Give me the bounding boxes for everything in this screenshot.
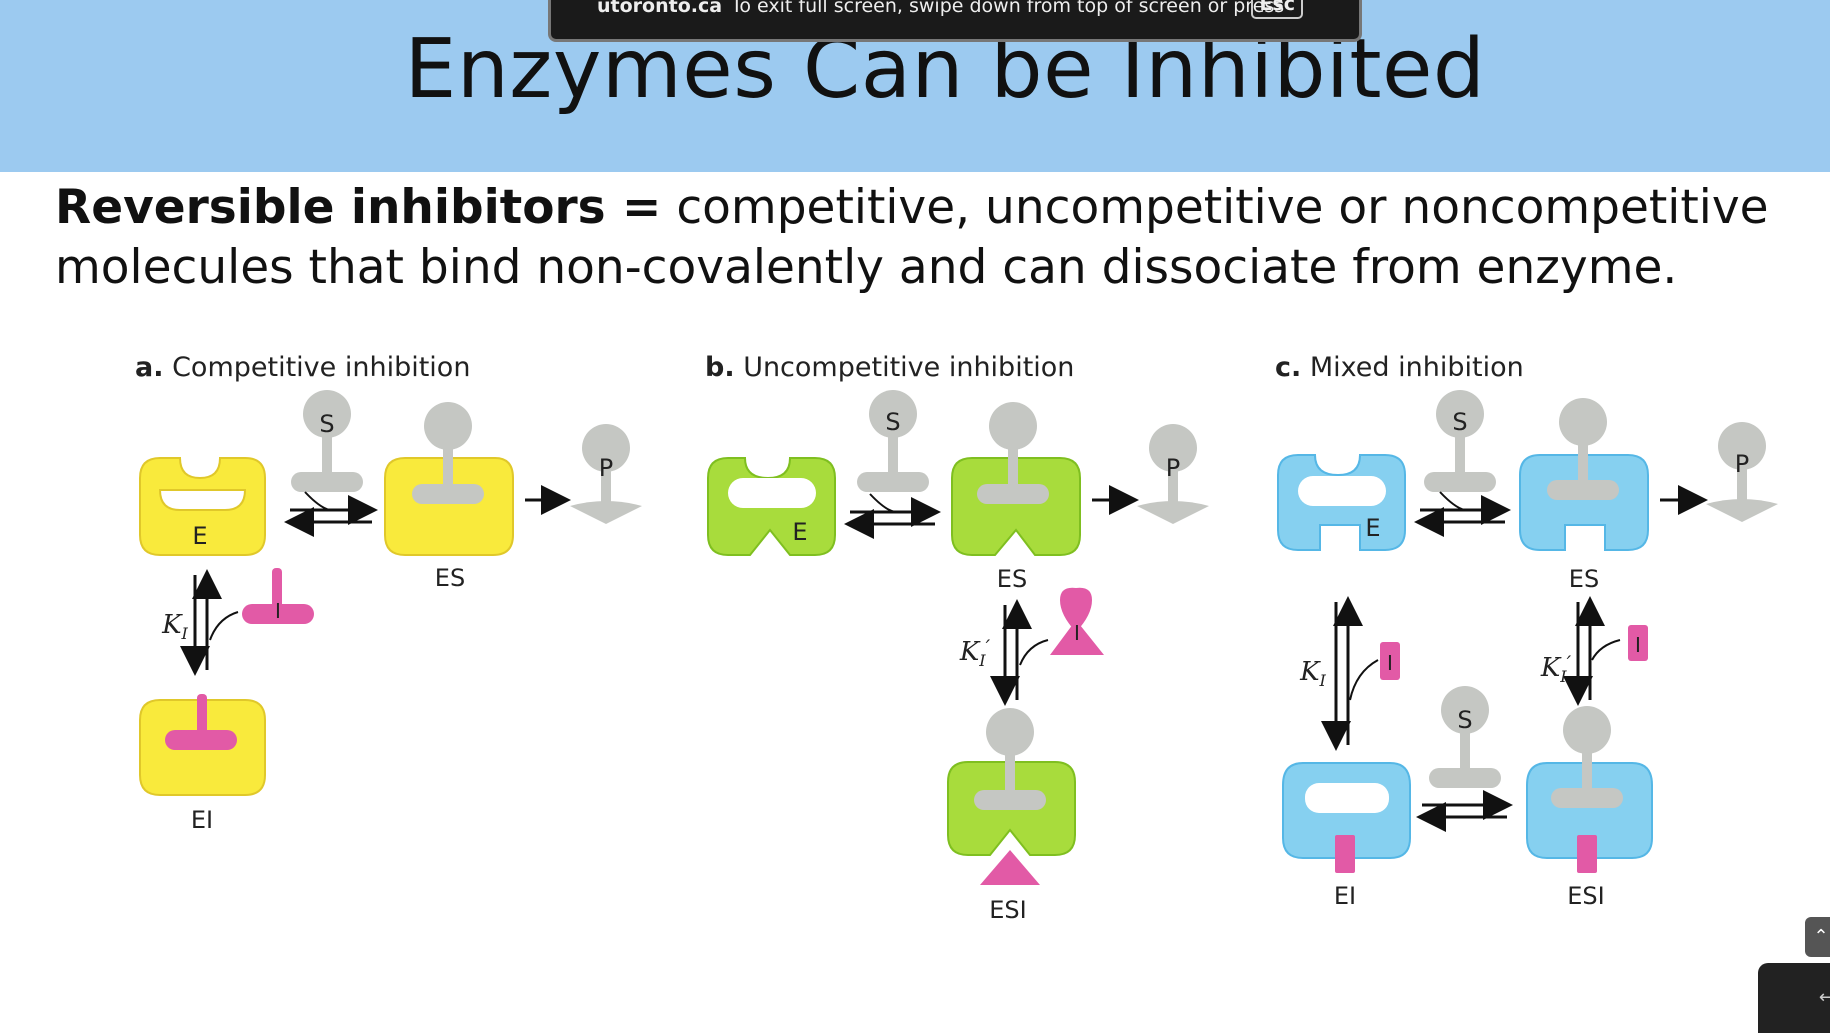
label-e-c: E xyxy=(1365,514,1380,542)
label-esi-b: ESI xyxy=(989,896,1026,924)
panel-c-label: c. Mixed inhibition xyxy=(1275,352,1524,383)
body-line2: molecules that bind non-covalently and c… xyxy=(55,240,1678,295)
label-s: S xyxy=(319,410,334,438)
inhibitor-rect-1 xyxy=(1380,642,1400,680)
svg-text:KI′: KI′ xyxy=(959,635,991,670)
panel-c-title: Mixed inhibition xyxy=(1309,352,1524,383)
svg-text:S: S xyxy=(1452,408,1467,436)
chevron-up-icon: ⌃ xyxy=(1813,926,1829,947)
label-es: ES xyxy=(435,564,465,592)
panel-c-letter: c. xyxy=(1275,352,1302,383)
svg-text:I: I xyxy=(1387,651,1393,675)
svg-text:P: P xyxy=(1166,454,1180,482)
enzyme-e-yellow xyxy=(139,457,266,556)
fullscreen-message: To exit full screen, swipe down from top… xyxy=(731,0,1285,17)
label-e-b: E xyxy=(792,518,807,546)
inhibitor-heart-b xyxy=(1050,587,1104,655)
body-line1: competitive, uncompetitive or noncompeti… xyxy=(661,180,1769,235)
label-e: E xyxy=(192,522,207,550)
label-es-b: ES xyxy=(997,565,1027,593)
label-es-c: ES xyxy=(1569,565,1599,593)
svg-text:P: P xyxy=(1735,450,1749,478)
fullscreen-host: utoronto.ca xyxy=(597,0,723,17)
svg-text:S: S xyxy=(1457,706,1472,734)
panel-b-letter: b. xyxy=(705,352,735,383)
svg-text:KI′: KI′ xyxy=(1540,651,1572,686)
panel-a-label: a. Competitive inhibition xyxy=(135,352,470,383)
slide-body: Reversible inhibitors = competitive, unc… xyxy=(55,178,1769,298)
svg-text:KI: KI xyxy=(1299,657,1326,690)
panel-c: E S ES P KI KI′ I I S xyxy=(1277,390,1778,910)
enzyme-esi-blue xyxy=(1526,762,1653,859)
svg-text:I: I xyxy=(1635,633,1641,657)
panel-b-label: b. Uncompetitive inhibition xyxy=(705,352,1074,383)
label-ei: EI xyxy=(191,806,213,834)
enzyme-es-green xyxy=(951,457,1081,556)
video-thumbnail[interactable]: ← xyxy=(1758,963,1830,1033)
label-p: P xyxy=(599,454,613,482)
svg-text:S: S xyxy=(885,408,900,436)
panel-a: E S ES P KI I EI xyxy=(139,390,642,834)
scroll-up-button[interactable]: ⌃ xyxy=(1805,917,1830,957)
inhibitor-rect-2 xyxy=(1628,625,1648,661)
panel-a-title: Competitive inhibition xyxy=(172,352,471,383)
enzyme-es-yellow xyxy=(384,457,514,556)
label-esi-c: ESI xyxy=(1567,882,1604,910)
inhibitor-heart-esi xyxy=(980,850,1040,885)
inhibitor-shape-competitive xyxy=(242,568,314,624)
label-ki: KI xyxy=(161,610,188,643)
panel-a-letter: a. xyxy=(135,352,164,383)
panel-b: E S ES P KI′ I ESI xyxy=(707,390,1209,924)
panel-b-title: Uncompetitive inhibition xyxy=(743,352,1075,383)
svg-text:I: I xyxy=(1074,621,1080,645)
arrow-left-icon: ← xyxy=(1818,987,1830,1008)
svg-text:I: I xyxy=(275,599,281,623)
substrate-shape xyxy=(291,390,363,492)
enzyme-es-blue xyxy=(1519,454,1649,551)
label-ei-c: EI xyxy=(1334,882,1356,910)
fullscreen-sep: - xyxy=(711,0,718,17)
fullscreen-notice: utoronto.ca - To exit full screen, swipe… xyxy=(548,0,1362,42)
body-bold-term: Reversible inhibitors = xyxy=(55,180,662,235)
esc-key-badge[interactable]: Esc xyxy=(1251,0,1303,19)
